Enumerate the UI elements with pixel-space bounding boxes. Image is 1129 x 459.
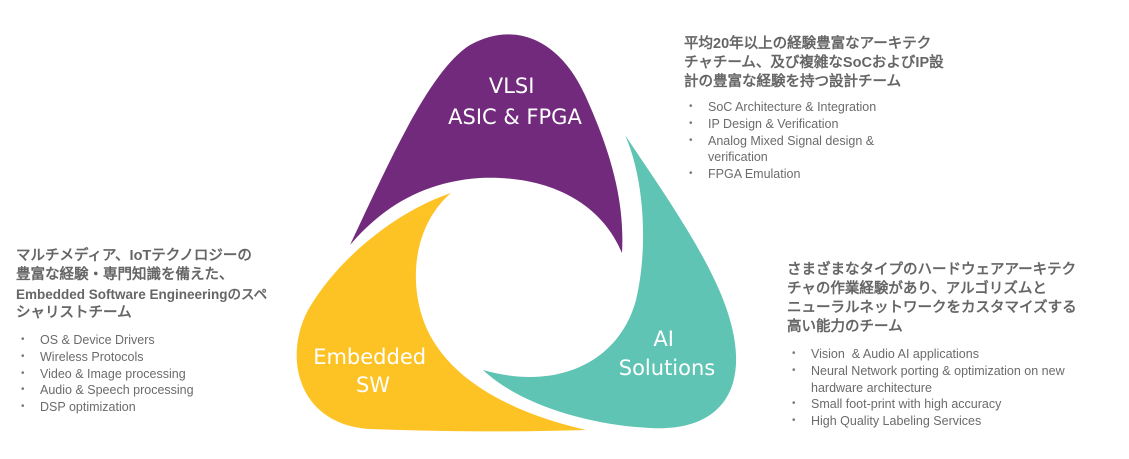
list-item: Video & Image processing [16, 366, 306, 383]
embedded-description: マルチメディア、IoTテクノロジーの 豊富な経験・専門知識を備えた、 Embed… [16, 247, 306, 416]
list-item: Wireless Protocols [16, 349, 306, 366]
list-item: High Quality Labeling Services [787, 413, 1127, 430]
list-item: Small foot-print with high accuracy [787, 396, 1127, 413]
petal-label-vlsi: VLSI ASIC & FPGA [448, 74, 582, 129]
ai-heading: さまざまなタイプのハードウェアアーキテク チャの作業経験があり、アルゴリズムと … [787, 262, 1077, 335]
embedded-capability-list: OS & Device Drivers Wireless Protocols V… [16, 332, 306, 416]
list-item: Vision & Audio AI applications [787, 346, 1127, 363]
embedded-heading: マルチメディア、IoTテクノロジーの 豊富な経験・専門知識を備えた、 Embed… [16, 248, 268, 321]
vlsi-heading: 平均20年以上の経験豊富なアーキテク チャチーム、及び複雑なSoCおよびIP設 … [684, 36, 944, 90]
list-item: FPGA Emulation [684, 166, 1004, 183]
list-item: Analog Mixed Signal design &verification [684, 133, 1004, 167]
petal-label-ai: AI Solutions [619, 327, 716, 380]
ai-capability-list: Vision & Audio AI applications Neural Ne… [787, 346, 1127, 430]
list-item: IP Design & Verification [684, 116, 1004, 133]
vlsi-capability-list: SoC Architecture & Integration IP Design… [684, 99, 1004, 183]
ai-description: さまざまなタイプのハードウェアアーキテク チャの作業経験があり、アルゴリズムと … [787, 261, 1127, 430]
list-item: Audio & Speech processing [16, 382, 306, 399]
vlsi-description: 平均20年以上の経験豊富なアーキテク チャチーム、及び複雑なSoCおよびIP設 … [684, 35, 1004, 183]
petal-vlsi [350, 34, 623, 253]
list-item: Neural Network porting & optimization on… [787, 363, 1127, 397]
list-item: DSP optimization [16, 399, 306, 416]
petal-embedded [296, 193, 586, 432]
list-item: SoC Architecture & Integration [684, 99, 1004, 116]
petal-ai [483, 135, 737, 429]
petal-label-embedded: Embedded SW [313, 345, 433, 397]
list-item: OS & Device Drivers [16, 332, 306, 349]
